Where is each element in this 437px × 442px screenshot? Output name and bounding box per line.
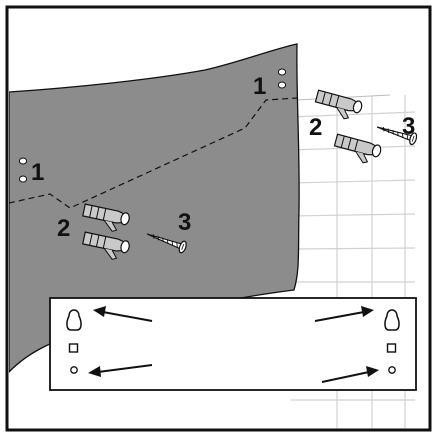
wall-holes-left (18, 157, 28, 183)
outer-frame (5, 5, 432, 432)
square-hole-left-icon (68, 343, 79, 353)
wall-plug-right-lower (333, 133, 382, 164)
round-hole-right-icon (388, 366, 396, 374)
wall-plug-left-upper (82, 203, 130, 232)
arrow-to-keyhole-right-icon (314, 306, 374, 322)
label-wall-hole-right: 1 (253, 73, 266, 100)
screw-right (376, 126, 418, 146)
round-hole-left-icon (70, 366, 78, 374)
label-screw-left: 3 (178, 209, 191, 236)
arrow-to-round-hole-right-icon (321, 366, 379, 383)
wall-plug-left-lower (82, 231, 130, 260)
label-wall-hole-left: 1 (31, 159, 44, 186)
wall-holes-right (277, 68, 287, 89)
arrow-to-round-hole-left-icon (88, 364, 153, 377)
dashed-guide-line (9, 97, 298, 209)
hanging-bracket-detail (49, 297, 417, 391)
arrow-to-keyhole-left-icon (93, 306, 153, 322)
wall-plug-right-upper (314, 89, 363, 120)
label-plugs-right: 2 (309, 114, 322, 141)
label-plugs-left: 2 (57, 215, 70, 242)
keyhole-slot-left-icon (66, 309, 82, 331)
screw-left (146, 233, 187, 254)
square-hole-right-icon (386, 343, 397, 353)
keyhole-slot-right-icon (384, 309, 400, 331)
label-screw-right: 3 (402, 113, 415, 140)
